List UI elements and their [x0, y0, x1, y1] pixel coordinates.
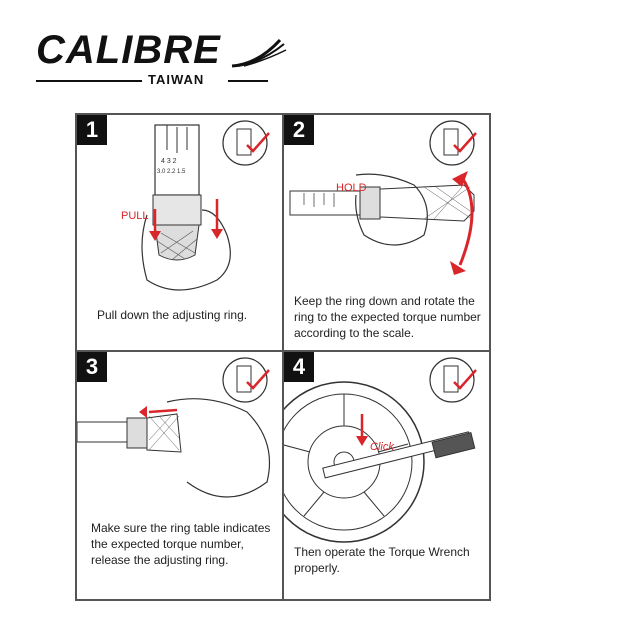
brand-name: CALIBRE — [36, 28, 221, 72]
logo-swoosh-icon — [231, 38, 287, 68]
step-4-illustration: Click — [284, 357, 477, 543]
step-panel-3: 3 Make sure the ring table indicates the… — [76, 351, 283, 600]
brand-sub: TAIWAN — [148, 72, 205, 87]
pull-label: PULL — [121, 210, 149, 222]
step-panel-1: 1 4 3 2 3.0 2.2 1.5 — [76, 114, 283, 351]
brand-logo: CALIBRE TAIWAN — [36, 28, 287, 88]
step-caption-2: Keep the ring down and rotate the ring t… — [294, 294, 481, 340]
step-caption-3: Make sure the ring table indicates the e… — [91, 521, 271, 567]
step-caption-4: Then operate the Torque Wrench properly. — [294, 545, 470, 575]
instruction-grid: 1 4 3 2 3.0 2.2 1.5 — [75, 113, 491, 601]
step-panel-2: 2 HOLD Keep the ring down and rotate the… — [283, 114, 490, 351]
step-number-3: 3 — [77, 352, 107, 382]
logo-line-left — [36, 80, 142, 82]
step-number-4: 4 — [284, 352, 314, 382]
logo-line-right — [228, 80, 268, 82]
scale-bottom: 3.0 2.2 1.5 — [157, 169, 186, 175]
click-label: Click — [370, 441, 394, 453]
step-1-illustration: 4 3 2 3.0 2.2 1.5 PULL — [121, 120, 270, 291]
step-panel-4: 4 Click Then operate the Torque Wrench p… — [283, 351, 490, 600]
scale-top: 4 3 2 — [161, 158, 177, 165]
hold-label: HOLD — [336, 182, 367, 194]
step-caption-1: Pull down the adjusting ring. — [97, 308, 248, 322]
step-2-illustration: HOLD — [289, 120, 477, 275]
step-number-1: 1 — [77, 115, 107, 145]
step-number-2: 2 — [284, 115, 314, 145]
step-3-illustration — [77, 357, 271, 498]
